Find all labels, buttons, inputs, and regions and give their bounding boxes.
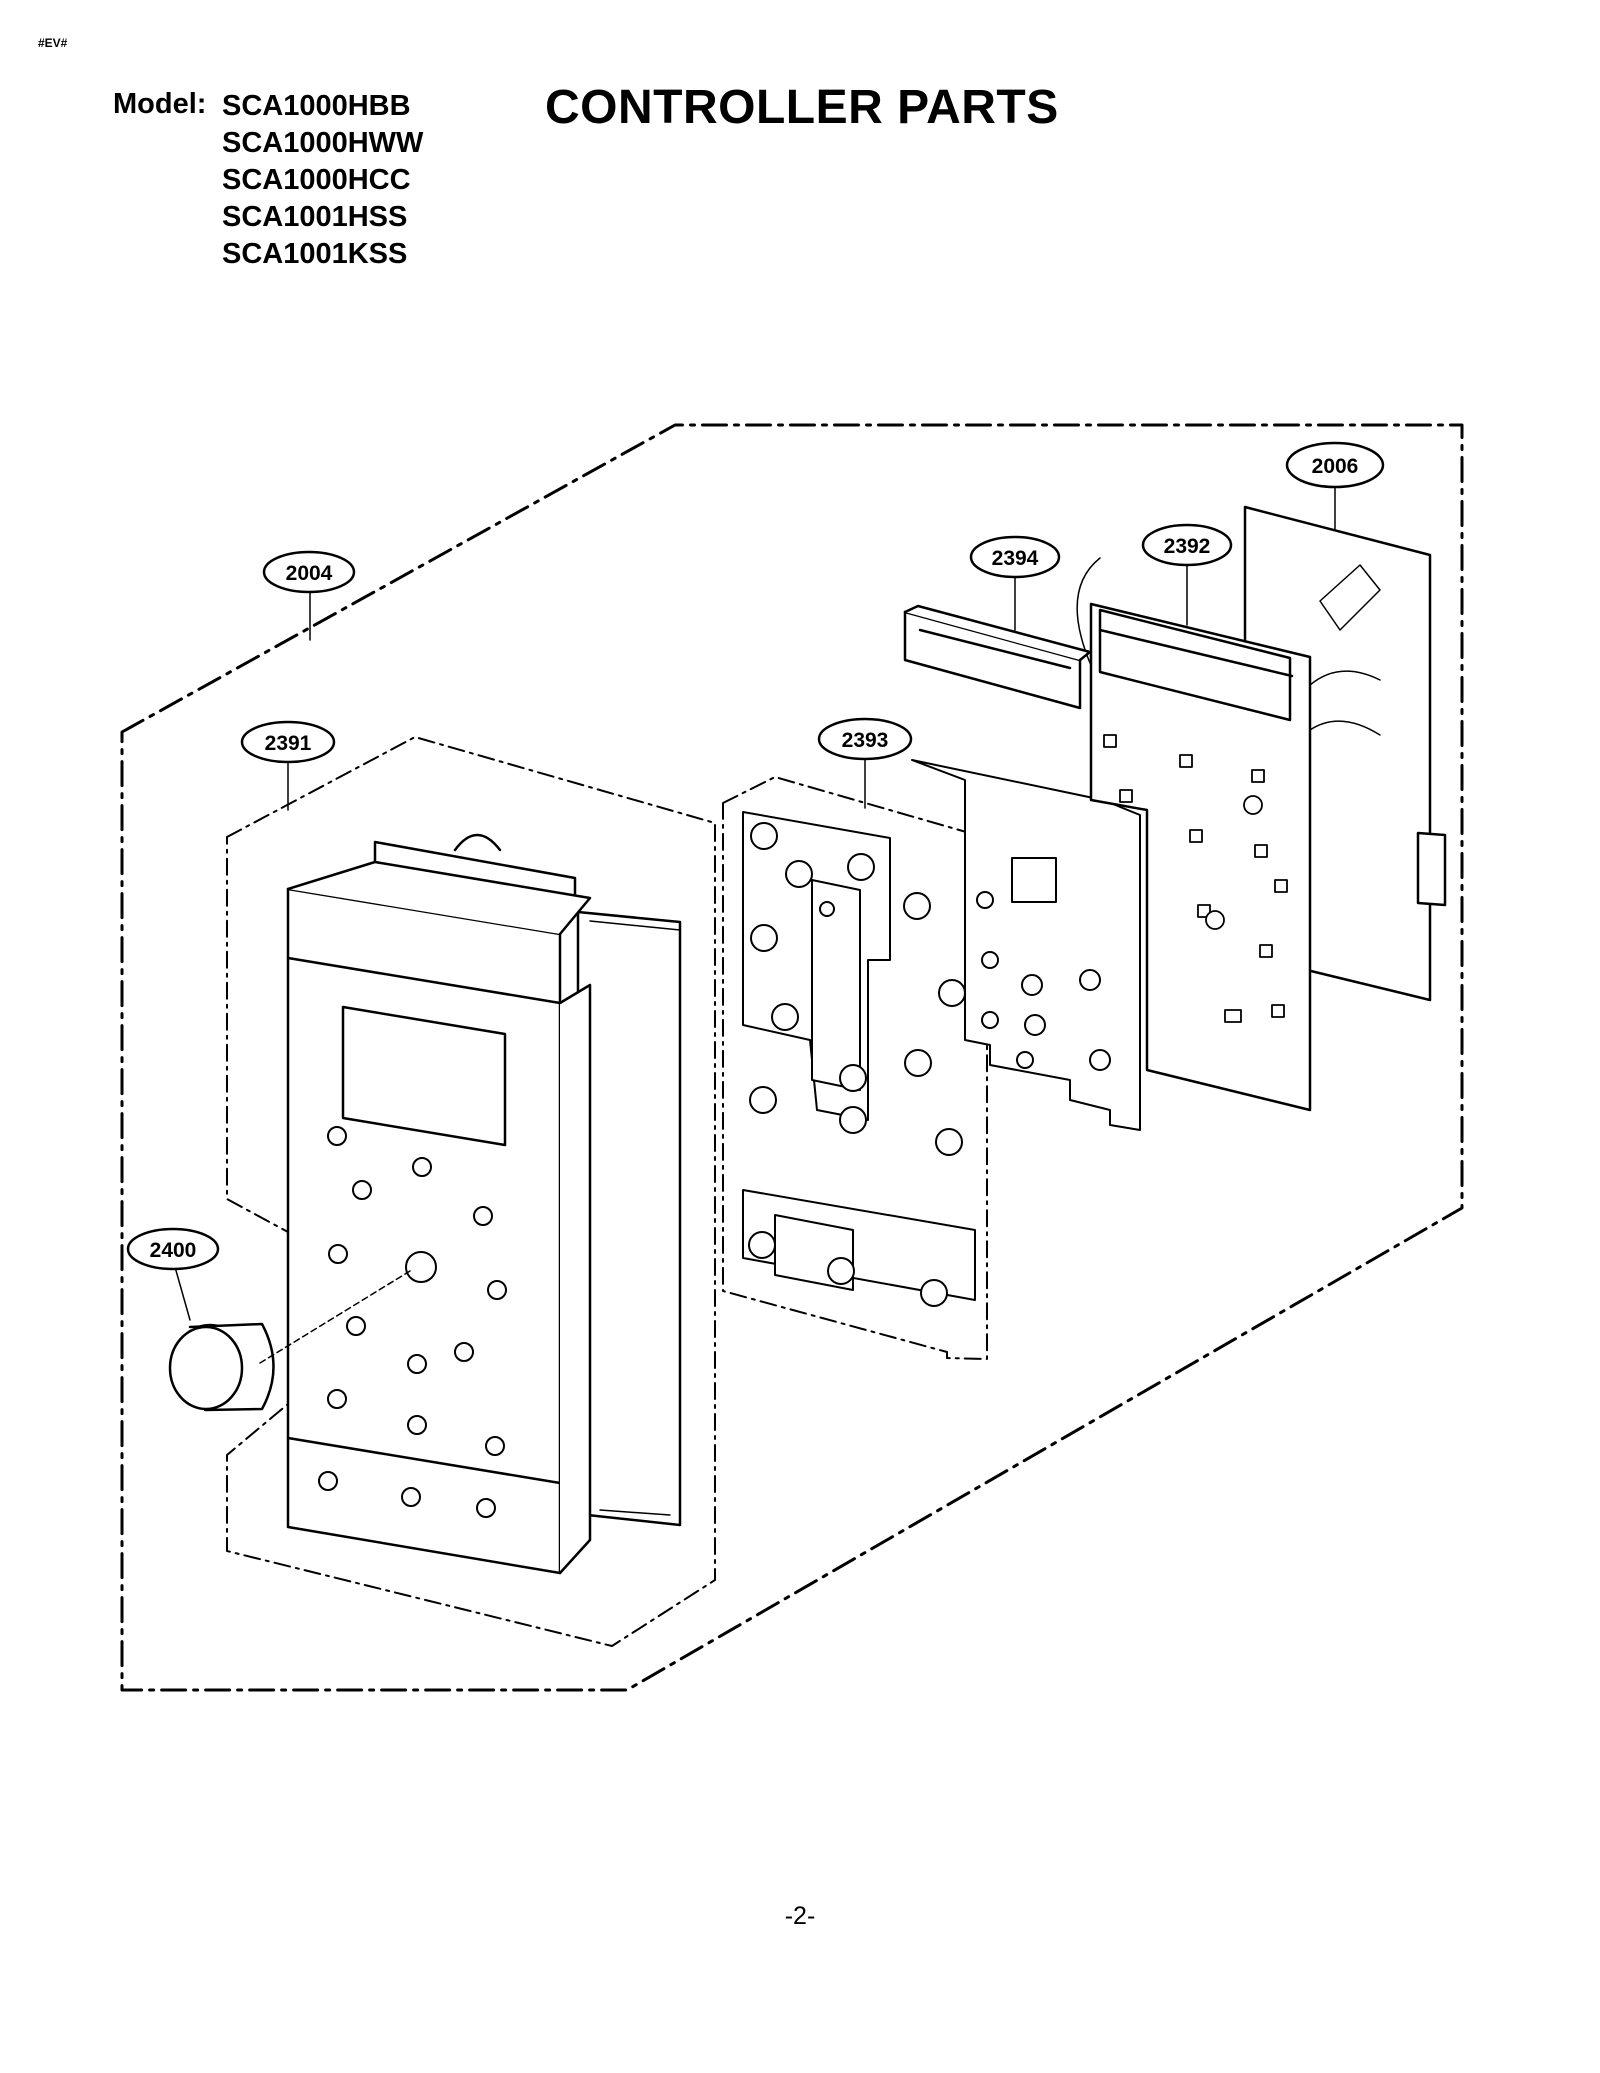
- page-number: -2-: [784, 1902, 816, 1930]
- model-number: SCA1001KSS: [222, 238, 408, 270]
- callout-2394: 2394: [992, 547, 1039, 570]
- model-number: SCA1000HBB: [222, 90, 411, 122]
- callout-2006: 2006: [1312, 455, 1359, 478]
- button-holes: [318, 1126, 507, 1518]
- main-pcb: [1089, 505, 1447, 1112]
- leader-lines: [174, 481, 1336, 1321]
- callout-2392: 2392: [1164, 535, 1211, 558]
- wire-harness: [1076, 557, 1381, 736]
- model-number: SCA1000HCC: [222, 164, 411, 196]
- assembly-2391-boundary: [226, 736, 716, 1647]
- callout-2393: 2393: [842, 729, 889, 752]
- knob-alignment-line: [259, 1270, 411, 1364]
- callout-labels: 2004 2391 2393 2394 2392 2006 2400: [150, 455, 1359, 1262]
- tactile-switches: [748, 822, 966, 1307]
- membrane-sheet: [911, 759, 1141, 1131]
- display-holder-2394: [903, 604, 1092, 710]
- assembly-2393-boundary: [722, 776, 988, 1360]
- model-list: SCA1000HBB SCA1000HWW SCA1000HCC SCA1001…: [222, 88, 423, 273]
- assembly-2004-boundary: [120, 423, 1464, 1692]
- knob-2400: [168, 1322, 275, 1412]
- callout-2004: 2004: [286, 562, 333, 585]
- document-code: #EV#: [38, 36, 68, 50]
- callout-2391: 2391: [265, 732, 312, 755]
- model-number: SCA1000HWW: [222, 127, 424, 159]
- model-label: Model:: [113, 88, 207, 120]
- control-panel-housing: [286, 833, 682, 1575]
- model-number: SCA1001HSS: [222, 201, 408, 233]
- button-holder-assembly: [742, 811, 976, 1301]
- page-title: CONTROLLER PARTS: [545, 81, 1059, 134]
- callout-ovals: [126, 441, 1385, 1271]
- callout-2400: 2400: [150, 1239, 197, 1262]
- pcb-components: [1103, 734, 1288, 1023]
